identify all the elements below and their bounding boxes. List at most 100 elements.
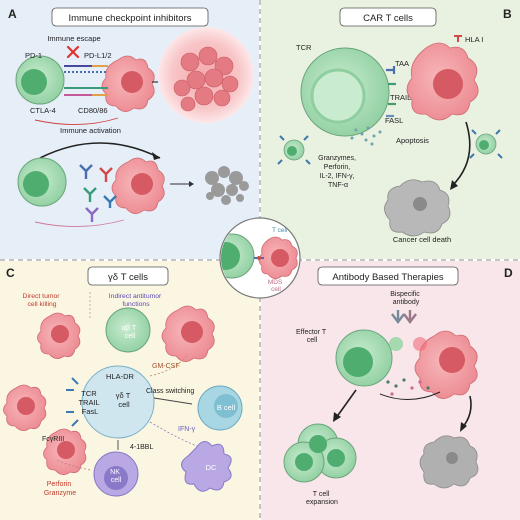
b-cell-label: B cell [217,403,236,412]
cd80-label: CD80/86 [78,106,108,115]
hladr-label: HLA-DR [106,372,135,381]
panel-c-title: γδ T cells [108,272,148,283]
tcr-label: TCR [296,43,312,52]
c-tumor-cell-upper-right [161,305,215,362]
activation-arrow [39,142,161,159]
gd-cell-label: γδ T cell [116,391,133,409]
effector-t-cell [335,329,393,387]
c-tumor-cell-1 [37,312,81,359]
a-tumor-cell-bottom [111,157,165,214]
fasl-label: FASL [385,116,403,125]
feedback-arrow [34,219,125,227]
effector-line: Effector T [296,329,327,336]
cytokine-line: Perforin, [324,164,351,171]
class-switch-label: Class switching [146,388,194,395]
cytokines-label: Granzymes, Perforin, IL-2, IFN-γ, TNF-α [318,155,358,189]
panel-a-letter: A [8,7,17,21]
bispecific-line: Bispecific [390,291,420,298]
class-switch-arrow [153,397,193,405]
apoptosis-arrow [451,121,471,187]
bbl-label: 4-1BBL [130,444,153,451]
expansion-label: T cell expansion [306,491,338,506]
pdl-label: PD-L1/2 [84,51,112,60]
d-dead-cell [419,435,479,489]
a-t-cell-bottom [17,157,67,207]
expansion-line: T cell [313,491,330,498]
perforin-label: Perforin Granzyme [44,481,76,497]
escape-inhibition-arrow [34,117,119,125]
car-t-cell [300,47,390,137]
checkpoint-antibodies [79,164,117,222]
bispecific-antibody [391,310,417,324]
lysis-arrowhead [189,181,194,187]
nk-cell [93,451,139,497]
direct-line: cell killing [27,301,56,308]
receptor-line: FasL [82,407,99,416]
block-x-icon [66,45,80,59]
a-t-cell-top [15,55,65,105]
gmcsf-arrow [149,353,189,377]
direct-line: Direct tumor [23,293,61,300]
dead-cancer-cell [384,179,451,237]
small-car-t-right [469,129,503,159]
cancer-death-label: Cancer cell death [393,235,451,244]
gd-line: cell [118,400,130,409]
taa-label: TAA [395,59,409,68]
perforin-line: Perforin [47,481,72,488]
expansion-arrowhead [333,412,341,422]
ifn-label: IFN-γ [178,426,196,433]
cytokine-particles [350,126,382,146]
mds-line: MDS [268,279,283,286]
center-t-cell-label: T cell [272,227,288,234]
indirect-line: functions [122,301,150,308]
synapse-glow [389,337,427,351]
mds-line: cell [271,286,281,293]
a-tumor-cell-top [101,55,155,112]
panel-d-title-box [317,266,459,286]
receptor-line: TCR [81,389,97,398]
cytokine-line: Granzymes, [318,155,356,162]
activation-arrowhead [152,152,160,160]
b-cell [197,385,243,431]
expansion-line: expansion [306,499,338,506]
ab-t-cell [105,307,151,353]
center-mds-label: MDS cell [268,279,284,293]
panel-a-title-box [51,7,209,27]
expansion-arrow [335,389,357,419]
hla-receptor [454,35,462,42]
ab-line: cell [125,333,136,340]
pd1-label: PD-1 [25,51,42,60]
car-receptors [386,66,396,118]
b-tumor-cell [406,42,479,121]
release-arrow [379,391,441,400]
dc-label: DC [206,463,217,472]
effector-line: cell [307,337,318,344]
dendritic-cell [181,441,232,492]
perforin-line: Granzyme [44,490,76,497]
center-inset [219,217,301,299]
perforin-arrow [55,459,91,471]
tumor-debris [205,166,249,205]
c-tumor-cell-2 [3,384,47,431]
ab-cell-label: αβ T cell [122,325,138,340]
panel-a-title: Immune checkpoint inhibitors [68,13,191,24]
gd-receptors [66,377,79,427]
hla-label: HLA I [465,35,483,44]
checkpoint-receptors-top [64,65,108,96]
c-tumor-cell-3 [43,428,87,475]
bispecific-line: antibody [393,299,420,306]
immune-activation-label: Immune activation [60,126,121,135]
trail-label: TRAIL [390,93,411,102]
panel-b-title-box [339,7,437,27]
panel-d-title: Antibody Based Therapies [332,272,444,283]
panel-c-title-box [87,266,169,286]
gmcsf-label: GM-CSF [152,363,180,370]
small-car-t-left [277,135,311,165]
d-tumor-cell [414,330,478,399]
cytokine-line: TNF-α [328,182,348,189]
ifn-arrow [149,421,203,449]
nk-line: NK [110,469,120,476]
killing-arrowhead [460,422,467,432]
